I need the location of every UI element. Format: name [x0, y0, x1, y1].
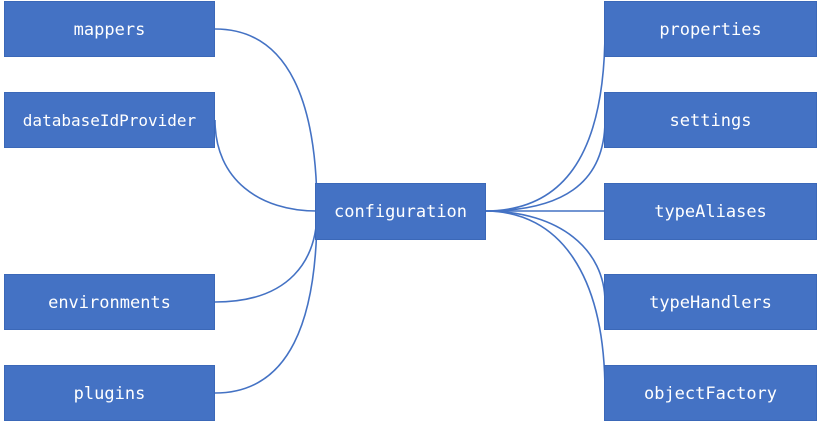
- environments-node: environments: [4, 274, 215, 330]
- connector-properties: [484, 28, 606, 212]
- connector-mappers: [214, 28, 318, 212]
- properties-node: properties: [604, 1, 817, 57]
- connector-environments: [214, 210, 318, 303]
- mappers-node: mappers: [4, 1, 215, 57]
- connector-plugins: [214, 210, 318, 394]
- properties-label: properties: [659, 19, 762, 40]
- connector-databaseidprovider: [214, 119, 318, 212]
- connector-objectfactory: [484, 210, 606, 394]
- environments-label: environments: [48, 292, 171, 313]
- configuration-node: configuration: [315, 183, 486, 240]
- connector-settings: [484, 119, 606, 212]
- typealiases-node: typeAliases: [604, 183, 817, 240]
- settings-node: settings: [604, 92, 817, 148]
- objectfactory-label: objectFactory: [643, 383, 778, 404]
- objectfactory-node: objectFactory: [604, 365, 817, 421]
- plugins-label: plugins: [73, 383, 146, 404]
- typehandlers-label: typeHandlers: [649, 292, 772, 313]
- typealiases-label: typeAliases: [654, 202, 767, 222]
- connector-typehandlers: [484, 210, 606, 303]
- plugins-node: plugins: [4, 365, 215, 421]
- databaseidprovider-label: databaseIdProvider: [22, 111, 197, 130]
- configuration-label: configuration: [333, 202, 468, 222]
- mappers-label: mappers: [73, 19, 146, 40]
- typehandlers-node: typeHandlers: [604, 274, 817, 330]
- settings-label: settings: [669, 110, 752, 131]
- databaseidprovider-node: databaseIdProvider: [4, 92, 215, 148]
